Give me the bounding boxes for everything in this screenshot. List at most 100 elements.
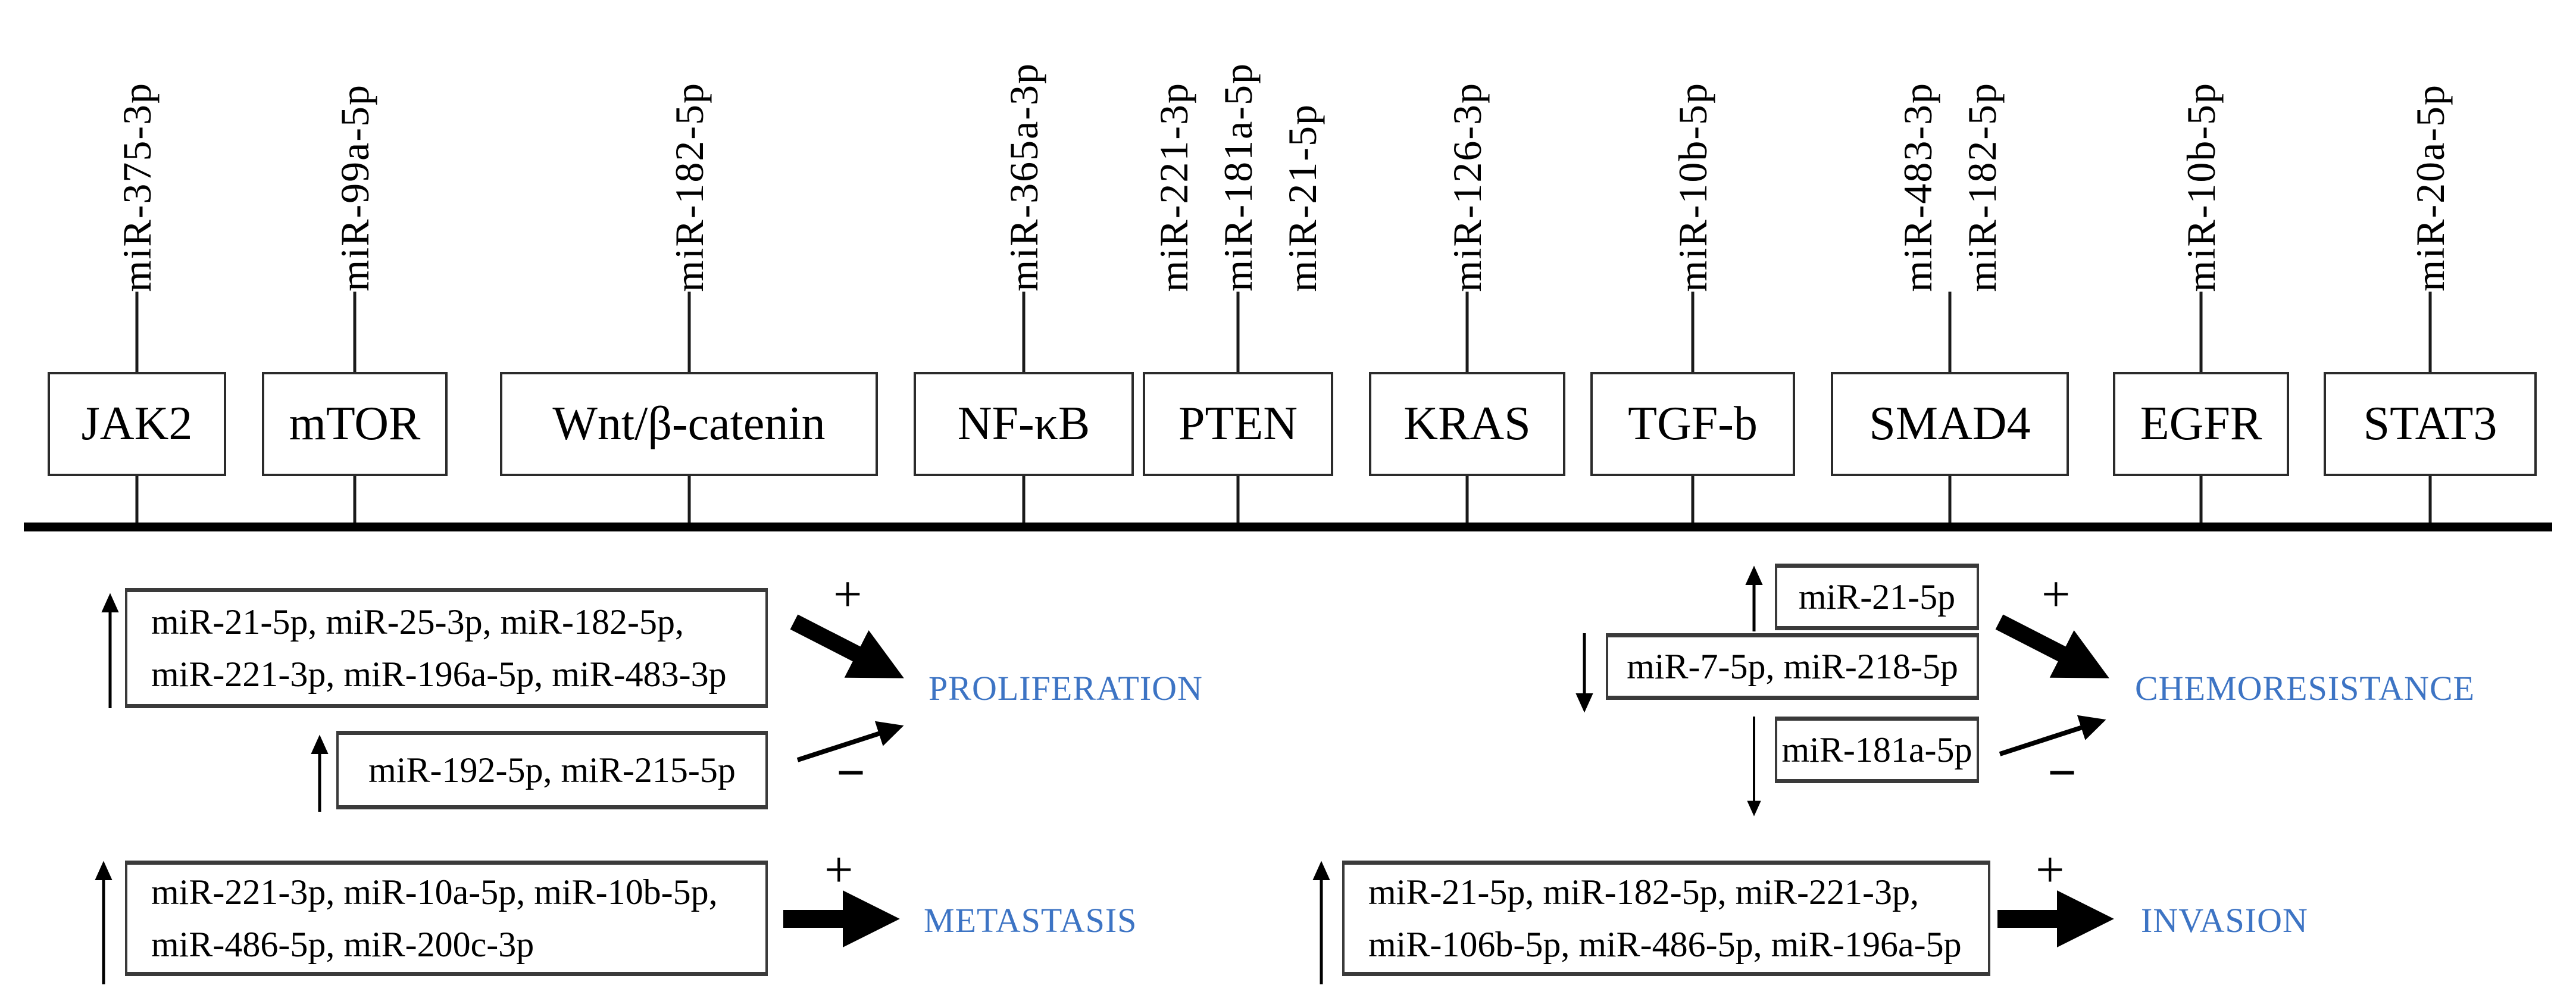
mirna-list-line: miR-106b-5p, miR-486-5p, miR-196a-5p: [1368, 925, 1962, 964]
promotes-arrow-icon: [1995, 614, 2109, 678]
gene-box-kras: KRAS: [1369, 372, 1565, 476]
pathway-column-nf-kb: miR-365a-3p NF-κB: [914, 0, 1134, 523]
mirna-label: miR-20a-5p: [2408, 84, 2453, 292]
up-arrow-icon: [1745, 565, 1763, 631]
plus-sign: +: [824, 841, 854, 898]
connector-line: [1948, 476, 1952, 523]
mirna-list-line: miR-192-5p, miR-215-5p: [368, 750, 736, 790]
connector-line: [135, 476, 139, 523]
minus-sign: −: [836, 744, 866, 801]
gene-label: NF-κB: [957, 398, 1090, 450]
mirna-label: miR-99a-5p: [332, 84, 377, 292]
gene-label: KRAS: [1403, 398, 1531, 450]
connector-line: [1022, 476, 1026, 523]
connector-line: [2428, 476, 2432, 523]
minus-sign: −: [2047, 744, 2077, 801]
connector-line: [135, 292, 139, 372]
chemoresistance-upregulated-mirnas-box: miR-21-5p: [1775, 564, 1979, 630]
gene-box-stat3: STAT3: [2324, 372, 2537, 476]
up-arrow-icon: [101, 593, 119, 708]
up-arrow-icon: [311, 734, 329, 812]
gene-box-mtor: mTOR: [262, 372, 448, 476]
pathway-column-wnt-b-catenin: miR-182-5p Wnt/β-catenin: [500, 0, 878, 523]
gene-box-jak2: JAK2: [48, 372, 226, 476]
gene-box-egfr: EGFR: [2113, 372, 2289, 476]
connector-line: [1465, 476, 1469, 523]
outcome-label-chemoresistance: CHEMORESISTANCE: [2135, 669, 2475, 708]
up-arrow-icon: [1312, 861, 1330, 984]
connector-line: [1465, 292, 1469, 372]
pathway-column-tgf-b: miR-10b-5p TGF-b: [1590, 0, 1795, 523]
pathway-column-egfr: miR-10b-5p EGFR: [2113, 0, 2289, 523]
connector-line: [353, 476, 357, 523]
invasion-upregulated-mirnas-box: miR-21-5p, miR-182-5p, miR-221-3p, miR-1…: [1342, 861, 1990, 976]
connector-line: [2199, 476, 2203, 523]
gene-label: JAK2: [81, 398, 193, 450]
outcome-label-proliferation: PROLIFERATION: [929, 669, 1203, 708]
mirna-list-line: miR-21-5p: [1798, 577, 1956, 617]
connector-line: [1236, 292, 1240, 372]
gene-label: SMAD4: [1869, 398, 2031, 450]
up-arrow-icon: [95, 861, 112, 984]
plus-sign: +: [2042, 565, 2071, 623]
gene-label: PTEN: [1178, 398, 1298, 450]
mirna-label: miR-21-5p: [1280, 103, 1325, 292]
mirna-label: miR-483-3p: [1895, 82, 1940, 292]
connector-line: [2199, 292, 2203, 372]
gene-box-smad4: SMAD4: [1831, 372, 2069, 476]
mirna-label: miR-181a-5p: [1215, 62, 1261, 292]
plus-sign: +: [2036, 841, 2065, 898]
promotes-arrow-icon: [790, 614, 904, 678]
inhibits-arrow-icon: [796, 721, 904, 762]
pathway-axis-line: [24, 523, 2552, 531]
mirna-label: miR-365a-3p: [1001, 62, 1046, 292]
mirna-label: miR-182-5p: [1959, 82, 2005, 292]
down-arrow-icon: [1575, 633, 1593, 713]
mirna-label: miR-10b-5p: [1670, 82, 1715, 292]
metastasis-upregulated-mirnas-box: miR-221-3p, miR-10a-5p, miR-10b-5p, miR-…: [125, 861, 768, 976]
mirna-label: miR-221-3p: [1151, 82, 1196, 292]
gene-label: TGF-b: [1628, 398, 1758, 450]
down-arrow-icon: [1747, 717, 1761, 817]
mirna-list-line: miR-181a-5p: [1781, 730, 1972, 769]
gene-label: mTOR: [289, 398, 421, 450]
connector-line: [1236, 476, 1240, 523]
connector-line: [1691, 476, 1695, 523]
mirna-list-line: miR-221-3p, miR-10a-5p, miR-10b-5p,: [151, 872, 718, 912]
mirna-list-line: miR-7-5p, miR-218-5p: [1627, 647, 1958, 686]
mirna-list-line: miR-21-5p, miR-25-3p, miR-182-5p,: [151, 602, 684, 642]
mirna-list-line: miR-21-5p, miR-182-5p, miR-221-3p,: [1368, 872, 1919, 912]
pathway-column-pten: miR-221-3p miR-181a-5p miR-21-5p PTEN: [1143, 0, 1333, 523]
promotes-arrow-icon: [783, 890, 900, 948]
plus-sign: +: [833, 565, 862, 623]
mirna-list-line: miR-486-5p, miR-200c-3p: [151, 925, 534, 964]
outcome-label-invasion: INVASION: [2141, 901, 2308, 940]
pathway-column-mtor: miR-99a-5p mTOR: [262, 0, 448, 523]
gene-box-tgf-b: TGF-b: [1590, 372, 1795, 476]
inhibits-arrow-icon: [1999, 715, 2106, 756]
pathway-column-jak2: miR-375-3p JAK2: [48, 0, 226, 523]
gene-label: Wnt/β-catenin: [552, 398, 826, 450]
connector-line: [1691, 292, 1695, 372]
mirna-label: miR-182-5p: [666, 82, 712, 292]
gene-box-nf-kb: NF-κB: [914, 372, 1134, 476]
pathway-column-kras: miR-126-3p KRAS: [1369, 0, 1565, 523]
mirna-label: miR-375-3p: [114, 82, 160, 292]
mirna-label: miR-10b-5p: [2178, 82, 2224, 292]
chemoresistance-downregulated-mirnas-box: miR-7-5p, miR-218-5p: [1606, 633, 1979, 700]
gene-box-pten: PTEN: [1143, 372, 1333, 476]
connector-line: [353, 292, 357, 372]
chemoresistance-suppressing-mirnas-box: miR-181a-5p: [1775, 717, 1979, 783]
gene-label: EGFR: [2140, 398, 2262, 450]
gene-label: STAT3: [2363, 398, 2497, 450]
connector-line: [687, 292, 690, 372]
connector-line: [2428, 292, 2432, 372]
connector-line: [1948, 292, 1952, 372]
connector-line: [1022, 292, 1026, 372]
proliferation-upregulated-mirnas-box: miR-21-5p, miR-25-3p, miR-182-5p, miR-22…: [125, 588, 768, 708]
pathway-column-smad4: miR-483-3p miR-182-5p SMAD4: [1831, 0, 2069, 523]
proliferation-suppressing-mirnas-box: miR-192-5p, miR-215-5p: [336, 731, 768, 809]
mirna-list-line: miR-221-3p, miR-196a-5p, miR-483-3p: [151, 655, 727, 694]
promotes-arrow-icon: [1997, 890, 2114, 948]
